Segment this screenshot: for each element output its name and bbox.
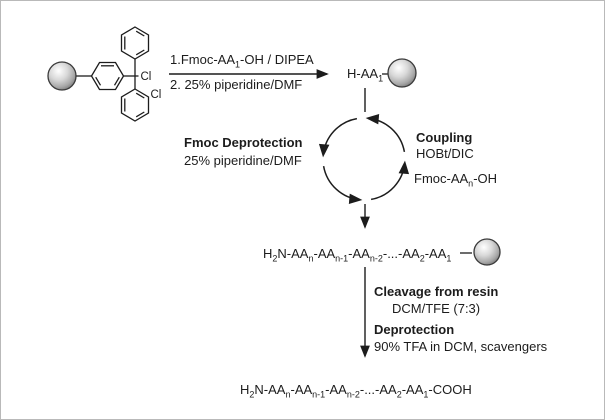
cycle-coupling-title: Coupling [416, 130, 473, 145]
final-deprotection-title: Deprotection [374, 322, 455, 337]
peptidyl-resin [460, 238, 501, 266]
phenylene-ring [90, 61, 125, 91]
loaded-resin [382, 58, 417, 88]
cl-ortho-label: Cl [151, 89, 162, 101]
synthesis-cycle-arrows [318, 113, 410, 205]
chlorophenyl-ring [120, 88, 150, 122]
product3-label: H2N-AAn-AAn-1-AAn-2-...-AA2-AA1-COOH [240, 382, 472, 400]
cycle-deprotection-reagent: 25% piperidine/DMF [184, 153, 302, 168]
cycle-coupling-reagents: HOBt/DIC [416, 146, 474, 161]
resin-structure: Cl Cl [47, 26, 162, 122]
polymer-bead-icon [47, 61, 77, 91]
product2-label: H2N-AAn-AAn-1-AAn-2-...-AA2-AA1 [263, 246, 452, 264]
cleavage-title: Cleavage from resin [374, 284, 499, 299]
cycle-deprotection-title: Fmoc Deprotection [184, 135, 303, 150]
product1-label: H-AA1 [347, 66, 384, 84]
cycle-coupling-monomer: Fmoc-AAn-OH [414, 171, 498, 189]
cl-alpha-label: Cl [141, 71, 152, 83]
step1-conditions-line2: 2. 25% piperidine/DMF [170, 77, 303, 92]
polymer-bead-icon [473, 238, 501, 266]
step1-conditions-line1: 1.Fmoc-AA1-OH / DIPEA [170, 52, 314, 70]
final-deprotection-reagent: 90% TFA in DCM, scavengers [374, 339, 548, 354]
polymer-bead-icon [387, 58, 417, 88]
phenyl-ring [120, 26, 150, 60]
cleavage-reagent: DCM/TFE (7:3) [392, 301, 481, 316]
